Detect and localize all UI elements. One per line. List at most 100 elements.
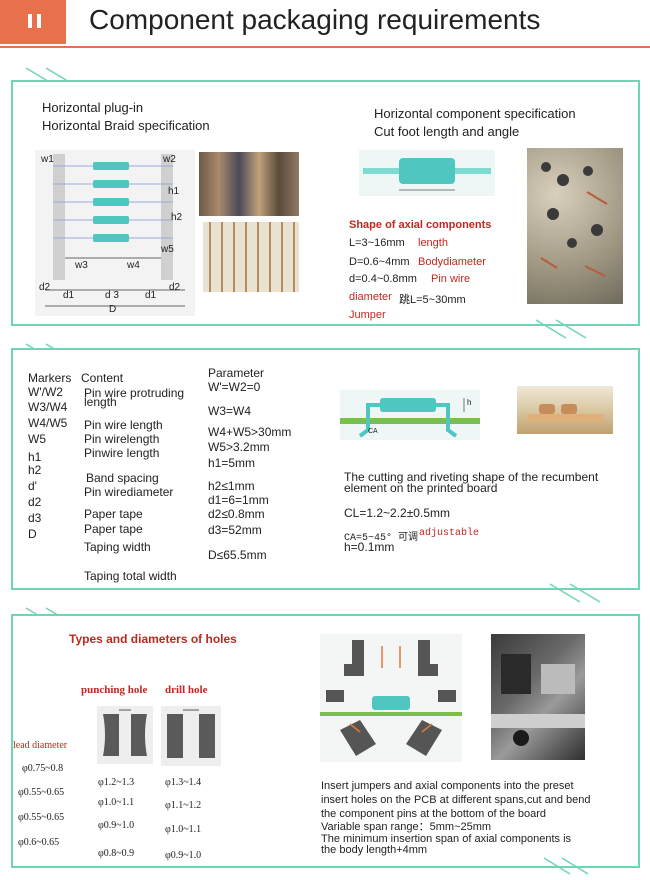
label-h1: h1 <box>168 186 180 197</box>
axial-D-value: D=0.6~4mm <box>349 256 410 268</box>
punch-value: φ1.2~1.3 <box>98 777 135 788</box>
insert-desc-6: the body length+4mm <box>321 844 428 856</box>
label-d3: d 3 <box>105 290 119 301</box>
axial-d-value: d=0.4~0.8mm <box>349 273 417 285</box>
label-h2: h2 <box>171 212 183 223</box>
corner-slash-icon <box>535 319 587 339</box>
label-w1: w1 <box>41 154 54 165</box>
marker-item: h1 <box>28 450 42 464</box>
parameter-item: d1=6=1mm <box>208 493 269 507</box>
parameter-item: W'=W2=0 <box>208 380 261 394</box>
parameter-item: W4+W5>30mm <box>208 425 292 439</box>
label-d1-right: d1 <box>145 290 157 301</box>
riveting-shape-diagram <box>340 390 480 440</box>
punch-value: φ1.0~1.1 <box>98 797 135 808</box>
pcb-board-photo <box>527 148 623 304</box>
content-item: Pin wire protruding <box>84 386 185 400</box>
content-item: length <box>84 395 117 409</box>
parameter-item: h1=5mm <box>208 456 256 470</box>
punch-value: φ0.8~0.9 <box>98 848 135 859</box>
punching-hole-diagram <box>97 706 153 764</box>
axial-L-label: length <box>418 237 448 249</box>
lead-value: φ0.75~0.8 <box>22 763 64 774</box>
marker-item: W4/W5 <box>28 416 68 430</box>
parameter-item: W3=W4 <box>208 404 252 418</box>
axial-D-label: Bodydiameter <box>418 256 486 268</box>
parameter-item: d3=52mm <box>208 523 262 537</box>
content-item: Taping width <box>84 540 151 554</box>
marker-item: D <box>28 527 37 541</box>
content-item: Pin wire length <box>84 418 163 432</box>
left-title-2: Horizontal Braid specification <box>42 118 210 133</box>
insert-desc-4: Variable span range：5mm~25mm <box>321 821 492 833</box>
label-w3: w3 <box>75 260 88 271</box>
drill-value: φ0.9~1.0 <box>165 850 202 861</box>
braid-spec-diagram <box>35 150 195 316</box>
left-title-1: Horizontal plug-in <box>42 100 144 115</box>
marker-item: W'/W2 <box>28 385 63 399</box>
lead-value: φ0.55~0.65 <box>18 812 65 823</box>
corner-slash-icon <box>543 857 589 875</box>
axial-d-label: Pin wire <box>431 273 471 285</box>
drill-hole-diagram <box>161 706 221 766</box>
label-d2-left: d2 <box>39 282 51 293</box>
label-D: D <box>109 304 117 315</box>
insert-desc-3: the component pins at the bottom of the … <box>321 808 547 820</box>
insertion-mechanism-diagram <box>320 634 462 762</box>
axial-title: Shape of axial components <box>349 219 492 231</box>
h-value: h=0.1mm <box>344 540 395 554</box>
axial-jumper-label: Jumper <box>349 309 386 321</box>
diagram-ca-label: CA <box>368 428 378 435</box>
lead-value: φ0.55~0.65 <box>18 787 65 798</box>
insert-desc-2: insert holes on the PCB at different spa… <box>321 794 591 806</box>
content-item: Pinwire length <box>84 446 160 460</box>
rivet-desc-1: The cutting and riveting shape of the re… <box>344 470 599 484</box>
diagram-h-label: h <box>467 398 472 407</box>
insertion-machine-photo <box>491 634 585 760</box>
axial-component-diagram <box>359 150 495 196</box>
label-w2: w2 <box>163 154 176 165</box>
header-accent-tab <box>0 0 66 44</box>
parameter-item: W5>3.2mm <box>208 440 270 454</box>
ca-adjustable: adjustable <box>419 528 480 539</box>
label-w4: w4 <box>127 260 140 271</box>
markers-header: Markers <box>28 371 72 385</box>
right-title-1: Horizontal component specification <box>374 106 576 121</box>
lead-diameter-label: lead diameter <box>13 740 68 751</box>
content-item: Pin wirediameter <box>84 485 174 499</box>
content-item: Paper tape <box>84 522 143 536</box>
content-item: Taping total width <box>84 569 177 583</box>
insert-desc-1: Insert jumpers and axial components into… <box>321 780 574 792</box>
label-d1-left: d1 <box>63 290 75 301</box>
parameter-header: Parameter <box>208 366 265 380</box>
label-w5: w5 <box>161 244 174 255</box>
label-d2-right: d2 <box>169 282 181 293</box>
panel-hole-types: Types and diameters of holes punching ho… <box>11 614 640 868</box>
marker-item: d3 <box>28 511 42 525</box>
content-item: Band spacing <box>86 471 159 485</box>
content-item: Pin wirelength <box>84 432 160 446</box>
parameter-item: d2≤0.8mm <box>208 507 265 521</box>
rivet-desc-2: element on the printed board <box>344 481 498 495</box>
holes-title: Types and diameters of holes <box>69 632 237 646</box>
parameter-item: h2≤1mm <box>208 479 255 493</box>
resistor-reel-photo <box>199 152 299 216</box>
drill-value: φ1.3~1.4 <box>165 777 202 788</box>
axial-L-value: L=3~16mm <box>349 237 405 249</box>
axial-diameter-label: diameter <box>349 291 392 303</box>
content-header: Content <box>81 371 124 385</box>
panel-markers-table: Markers Content Parameter W'/W2 W3/W4 W4… <box>11 348 640 590</box>
header-pause-icon <box>28 14 42 28</box>
marker-item: h2 <box>28 463 42 477</box>
axial-jumper-value: 跳L=5~30mm <box>399 294 466 306</box>
marker-item: W5 <box>28 432 46 446</box>
panel-horizontal-plugin: Horizontal plug-in Horizontal Braid spec… <box>11 80 640 326</box>
cl-value: CL=1.2~2.2±0.5mm <box>344 506 450 520</box>
marker-item: d' <box>28 479 37 493</box>
resistor-tape-photo <box>203 222 299 292</box>
parameter-item: D≤65.5mm <box>208 548 267 562</box>
lead-value: φ0.6~0.65 <box>18 837 60 848</box>
corner-slash-icon <box>549 583 601 603</box>
marker-item: d2 <box>28 495 42 509</box>
punching-hole-label: punching hole <box>81 684 148 696</box>
